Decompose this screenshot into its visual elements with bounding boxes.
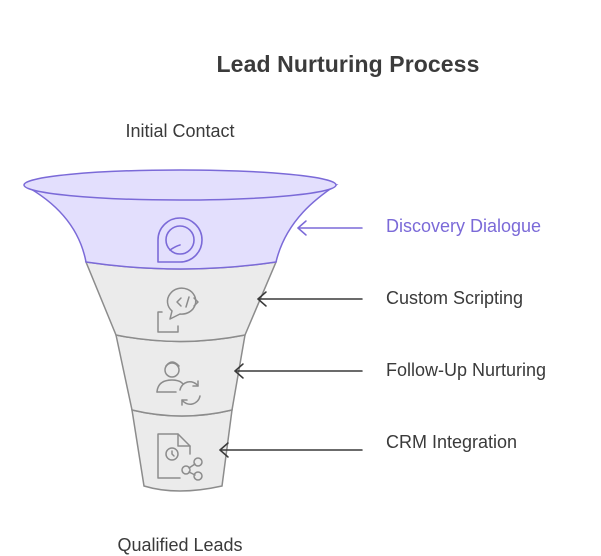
funnel-stage-custom-scripting: [84, 261, 278, 343]
connector-arrow-discovery-dialogue: [297, 220, 363, 236]
chat-bubble-icon: [157, 217, 203, 263]
user-refresh-icon: [156, 361, 201, 406]
funnel-top-label: Initial Contact: [125, 121, 235, 141]
stage-label-discovery-dialogue: Discovery Dialogue: [386, 216, 542, 236]
connector-arrow-custom-scripting: [257, 291, 363, 307]
document-share-icon: [157, 433, 203, 481]
diagram-title: Lead Nurturing Process: [216, 51, 480, 77]
connector-arrow-crm-integration: [219, 442, 363, 458]
funnel-rim: [23, 169, 337, 201]
connector-arrow-follow-up-nurturing: [234, 363, 363, 379]
funnel-stage-discovery-dialogue: [23, 184, 339, 270]
stage-label-follow-up-nurturing: Follow-Up Nurturing: [386, 360, 547, 380]
stage-label-custom-scripting: Custom Scripting: [386, 288, 524, 308]
stage-label-crm-integration: CRM Integration: [386, 432, 518, 452]
code-speech-icon: [157, 287, 199, 333]
funnel-stage-crm-integration: [131, 409, 233, 492]
funnel-bottom-label: Qualified Leads: [117, 535, 243, 555]
funnel-stage-follow-up-nurturing: [115, 334, 246, 417]
